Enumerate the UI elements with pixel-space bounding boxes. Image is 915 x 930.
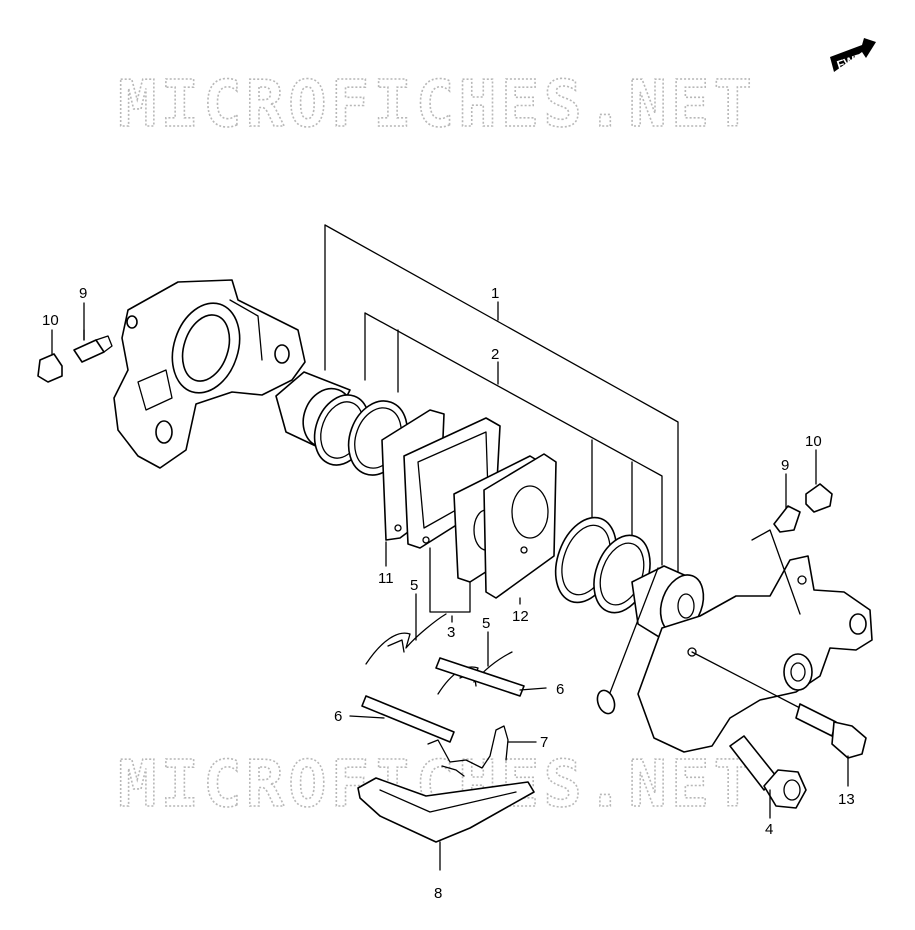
assembly-bracket-1	[324, 224, 679, 579]
callout-11: 11	[378, 570, 394, 587]
callout-10-right: 10	[805, 433, 822, 450]
assembly-bracket-2	[364, 312, 663, 566]
pad-pin-lower	[361, 695, 455, 743]
callout-1: 1	[491, 285, 499, 302]
bleeder-screw-right	[751, 505, 801, 615]
caliper-right-half	[637, 555, 873, 753]
callout-5-lower: 5	[482, 615, 490, 632]
pad-spring-7	[427, 725, 509, 777]
seal-washer	[596, 689, 616, 715]
callout-13: 13	[838, 791, 855, 808]
callout-9-right: 9	[781, 457, 789, 474]
fwd-arrow-icon: FWD	[830, 38, 876, 72]
pad-spring-upper	[365, 613, 447, 665]
pad-pin-upper	[435, 657, 525, 697]
leader-lines	[51, 302, 849, 871]
callout-12: 12	[512, 608, 529, 625]
bleeder-cap-right	[805, 483, 833, 513]
callout-3: 3	[447, 624, 455, 641]
bleeder-screw-left	[73, 329, 113, 363]
caliper-left-half	[113, 279, 306, 469]
callout-labels: 1 2 3 4 5 5 6 6 7 8 9 9 10 10 11 12 13	[42, 285, 855, 902]
callout-6-left: 6	[334, 708, 342, 725]
callout-5-upper: 5	[410, 577, 418, 594]
callout-4: 4	[765, 821, 773, 838]
callout-9-left: 9	[79, 285, 87, 302]
callout-8: 8	[434, 885, 442, 902]
callout-10-left: 10	[42, 312, 59, 329]
mounting-bolt-13	[691, 651, 867, 759]
pad-retainer-plate	[357, 777, 535, 843]
callout-7: 7	[540, 734, 548, 751]
callout-6-right: 6	[556, 681, 564, 698]
bleeder-cap-left	[37, 353, 63, 383]
callout-2: 2	[491, 346, 499, 363]
watermark-top: MICROFICHES.NET	[118, 68, 756, 142]
pad-shim-outer	[483, 453, 557, 599]
caliper-bolt-4	[729, 735, 807, 809]
